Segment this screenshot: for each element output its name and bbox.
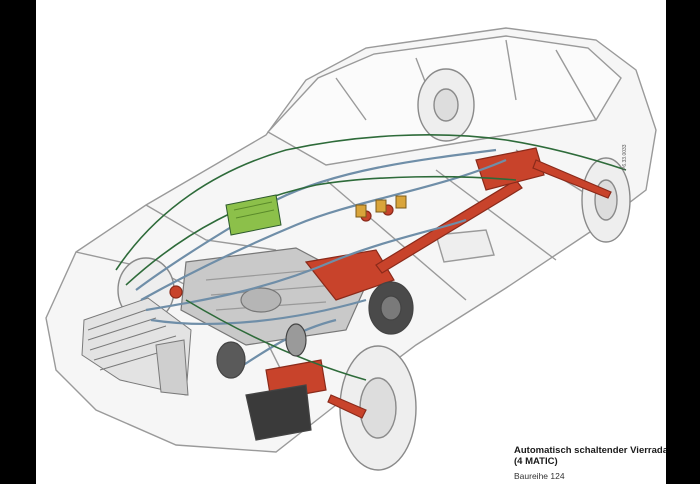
image-code: P6.33.0033 [622, 144, 628, 170]
brake-booster [216, 281, 414, 441]
propshaft [375, 179, 523, 274]
control-unit [225, 194, 282, 236]
caption-title-line2: (4 MATIC) [514, 456, 558, 467]
electric-lines [115, 134, 627, 381]
document-page: P6.33.0033 Automatisch schaltender Vierr… [36, 0, 666, 484]
caption-title-line1: Automatisch schaltender Vierradantrieb [514, 445, 666, 456]
relays [355, 195, 407, 218]
car-cutaway-illustration [45, 27, 657, 471]
caption-subtitle: Baureihe 124 [514, 471, 565, 481]
caption: Automatisch schaltender Vierradantrieb (… [514, 445, 666, 481]
hydraulic-lines [135, 148, 507, 371]
